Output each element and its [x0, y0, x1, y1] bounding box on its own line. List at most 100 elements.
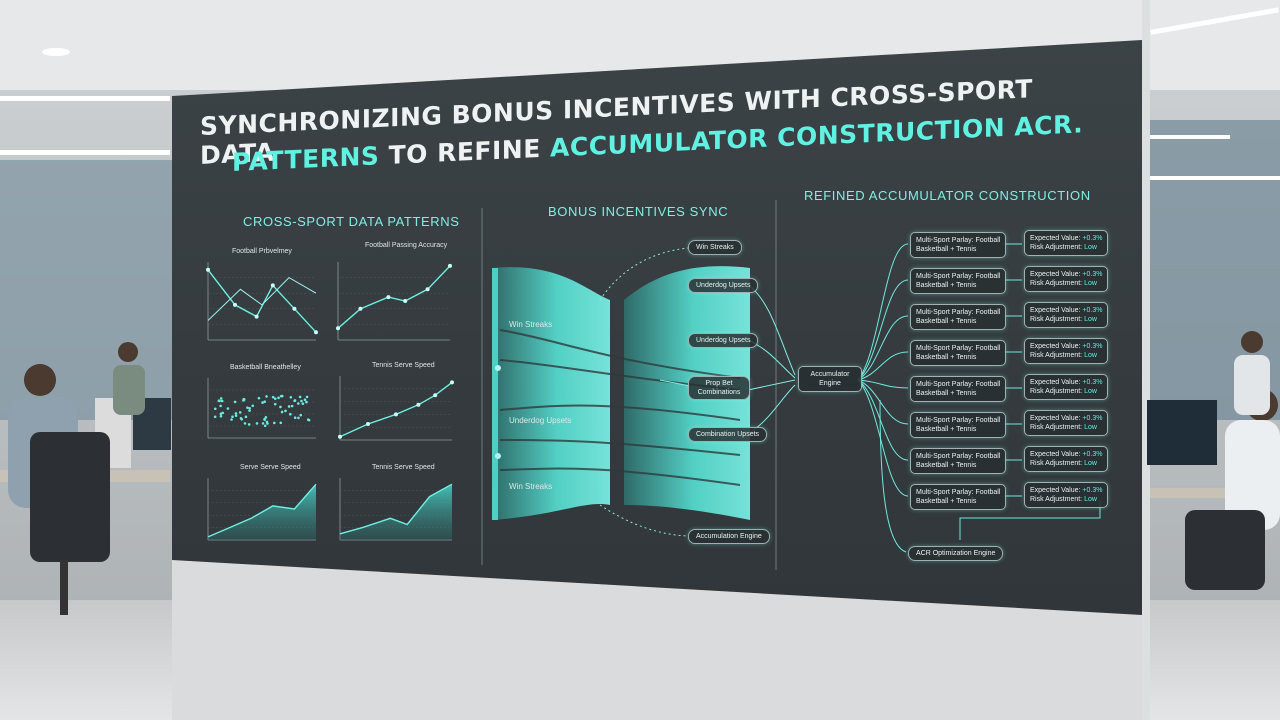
scatter-point	[240, 418, 243, 421]
scatter-point	[251, 404, 254, 407]
parlay-line-2: Basketball + Tennis	[916, 461, 1000, 470]
sync-pill-win-streaks: Win Streaks	[688, 240, 742, 255]
parlay-node-1: Multi-Sport Parlay: FootballBasketball +…	[910, 232, 1006, 258]
scatter-point	[234, 401, 237, 404]
scatter-point	[308, 419, 311, 422]
ev-label: Expected Value:	[1030, 235, 1080, 242]
scatter-point	[243, 398, 246, 401]
scatter-point	[264, 424, 267, 427]
data-point	[426, 287, 430, 291]
data-point	[448, 264, 452, 268]
parlay-node-8: Multi-Sport Parlay: FootballBasketball +…	[910, 484, 1006, 510]
risk-label: Risk Adjustment:	[1030, 352, 1082, 359]
data-point	[403, 299, 407, 303]
data-point	[206, 268, 210, 272]
scatter-point	[227, 407, 230, 410]
scatter-point	[297, 402, 300, 405]
mini-chart-4	[338, 376, 454, 440]
mini-chart-5	[208, 478, 316, 540]
parlay-node-3: Multi-Sport Parlay: FootballBasketball +…	[910, 304, 1006, 330]
data-point	[338, 435, 342, 439]
parlay-node-4: Multi-Sport Parlay: FootballBasketball +…	[910, 340, 1006, 366]
parlay-line-2: Basketball + Tennis	[916, 317, 1000, 326]
scatter-point	[220, 415, 223, 418]
risk-value: Low	[1084, 280, 1097, 287]
data-point	[292, 307, 296, 311]
scatter-point	[291, 405, 294, 408]
parlay-line-1: Multi-Sport Parlay: Football	[916, 488, 1000, 497]
scatter-point	[214, 415, 217, 418]
data-point	[416, 403, 420, 407]
data-point	[255, 315, 259, 319]
risk-value: Low	[1084, 352, 1097, 359]
scatter-point	[299, 396, 302, 399]
scatter-point	[248, 409, 251, 412]
ev-label: Expected Value:	[1030, 379, 1080, 386]
scatter-point	[248, 407, 251, 410]
scatter-point	[235, 414, 238, 417]
parlay-line-1: Multi-Sport Parlay: Football	[916, 416, 1000, 425]
scatter-point	[263, 418, 266, 421]
mini-chart-title-6: Tennis Serve Speed	[372, 464, 435, 471]
ev-value: +0.3%	[1082, 487, 1102, 494]
sync-dot-2	[495, 453, 501, 459]
scatter-point	[214, 407, 217, 410]
tree-branch	[858, 244, 908, 380]
ev-label: Expected Value:	[1030, 343, 1080, 350]
ev-node-6: Expected Value: +0.3%Risk Adjustment: Lo…	[1024, 410, 1108, 436]
sync-pill-underdog-2: Underdog Upsets	[688, 333, 758, 348]
risk-value: Low	[1084, 460, 1097, 467]
risk-value: Low	[1084, 424, 1097, 431]
ribbon-edge	[492, 268, 498, 520]
mini-chart-1	[206, 262, 318, 340]
ev-node-8: Expected Value: +0.3%Risk Adjustment: Lo…	[1024, 482, 1108, 508]
scatter-point	[294, 399, 297, 402]
scatter-point	[265, 416, 268, 419]
scatter-point	[279, 406, 282, 409]
scatter-point	[256, 422, 259, 425]
risk-value: Low	[1084, 496, 1097, 503]
scatter-point	[231, 415, 234, 418]
parlay-line-2: Basketball + Tennis	[916, 353, 1000, 362]
ev-label: Expected Value:	[1030, 307, 1080, 314]
data-point	[433, 393, 437, 397]
data-point	[386, 295, 390, 299]
scatter-point	[279, 421, 282, 424]
ev-value: +0.3%	[1082, 379, 1102, 386]
ev-node-3: Expected Value: +0.3%Risk Adjustment: Lo…	[1024, 302, 1108, 328]
scatter-point	[235, 412, 238, 415]
ev-node-4: Expected Value: +0.3%Risk Adjustment: Lo…	[1024, 338, 1108, 364]
sync-dot-1	[495, 365, 501, 371]
tree-branch	[858, 380, 908, 424]
mini-chart-title-3: Basketball Bneathelley	[230, 364, 301, 371]
scatter-point	[218, 400, 221, 403]
sync-pill-prop-bet: Prop Bet Combinations	[688, 376, 750, 400]
parlay-line-2: Basketball + Tennis	[916, 245, 1000, 254]
scatter-point	[272, 396, 275, 399]
data-point	[450, 380, 454, 384]
scatter-point	[248, 423, 251, 426]
ev-value: +0.3%	[1082, 307, 1102, 314]
risk-label: Risk Adjustment:	[1030, 496, 1082, 503]
scatter-point	[304, 398, 307, 401]
parlay-node-5: Multi-Sport Parlay: FootballBasketball +…	[910, 376, 1006, 402]
parlay-line-2: Basketball + Tennis	[916, 497, 1000, 506]
scatter-point	[245, 416, 248, 419]
scatter-point	[265, 395, 268, 398]
risk-value: Low	[1084, 316, 1097, 323]
risk-label: Risk Adjustment:	[1030, 460, 1082, 467]
scatter-point	[219, 405, 222, 408]
scatter-point	[297, 417, 300, 420]
ev-value: +0.3%	[1082, 415, 1102, 422]
risk-label: Risk Adjustment:	[1030, 316, 1082, 323]
accumulator-engine-node: Accumulator Engine	[798, 366, 862, 392]
tree-branch	[858, 380, 908, 496]
parlay-line-1: Multi-Sport Parlay: Football	[916, 344, 1000, 353]
sync-left-label-1: Win Streaks	[509, 320, 552, 329]
data-point	[366, 422, 370, 426]
sync-left-label-2: Underdog Upsets	[509, 416, 571, 425]
scatter-point	[262, 422, 265, 425]
parlay-line-2: Basketball + Tennis	[916, 281, 1000, 290]
series-line	[340, 382, 452, 436]
risk-label: Risk Adjustment:	[1030, 388, 1082, 395]
